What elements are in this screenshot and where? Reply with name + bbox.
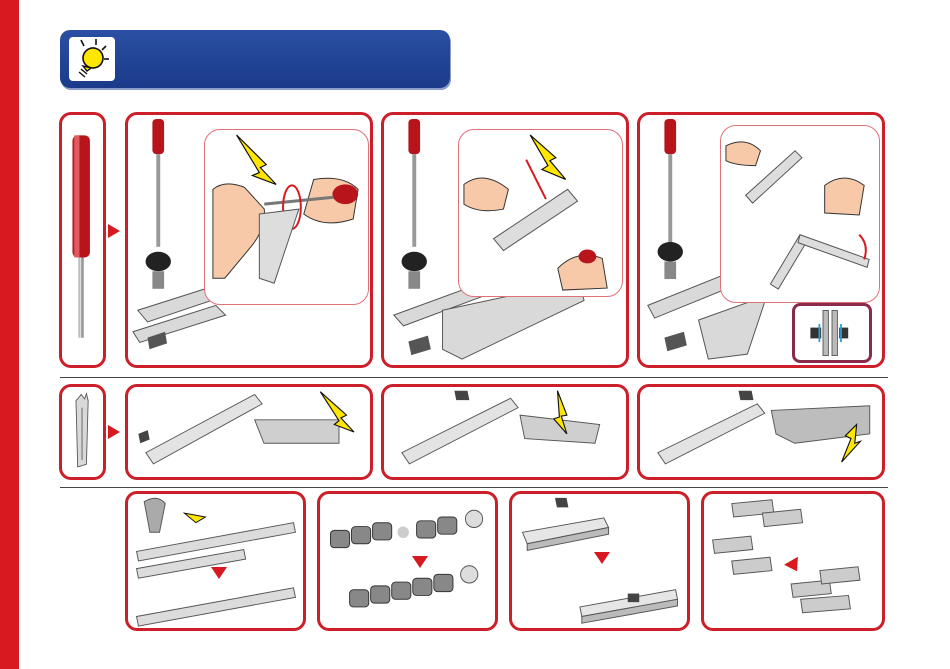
- arrow-down-icon: [211, 567, 227, 579]
- step-panel-wrench-hold-nut-3: [637, 384, 885, 480]
- detail-inset: [204, 129, 369, 305]
- tool-panel-wrench: [59, 384, 106, 480]
- tip-header-banner: [60, 30, 450, 88]
- step-panel-bend-with-screwdriver: [381, 112, 629, 368]
- wrench-icon: [62, 387, 103, 477]
- arrow-right-icon: [108, 425, 120, 439]
- screwdriver-icon: [62, 115, 103, 365]
- tool-panel-screwdriver: [59, 112, 106, 368]
- step-panel-screwdriver-tightening: [125, 112, 373, 368]
- step-panel-wrench-hold-nut-1: [125, 384, 373, 480]
- section-divider: [60, 487, 888, 488]
- detail-inset: [458, 129, 623, 297]
- arrow-down-icon: [412, 556, 428, 568]
- step-panel-rivet-join-strips: [125, 491, 306, 631]
- step-panel-nut-into-strip: [509, 491, 690, 631]
- hinge-detail-box: [792, 303, 872, 363]
- step-panel-chain-link-join: [317, 491, 498, 631]
- arrow-down-icon: [594, 552, 610, 564]
- step-panel-track-link-join: [701, 491, 885, 631]
- section-divider: [60, 377, 888, 378]
- step-panel-wrench-hold-nut-2: [381, 384, 629, 480]
- detail-inset: [720, 125, 880, 303]
- arrow-right-icon: [108, 224, 120, 238]
- step-panel-hinge-joint: [637, 112, 885, 368]
- lightbulb-icon: [68, 36, 116, 82]
- page-edge-bar: [0, 0, 19, 669]
